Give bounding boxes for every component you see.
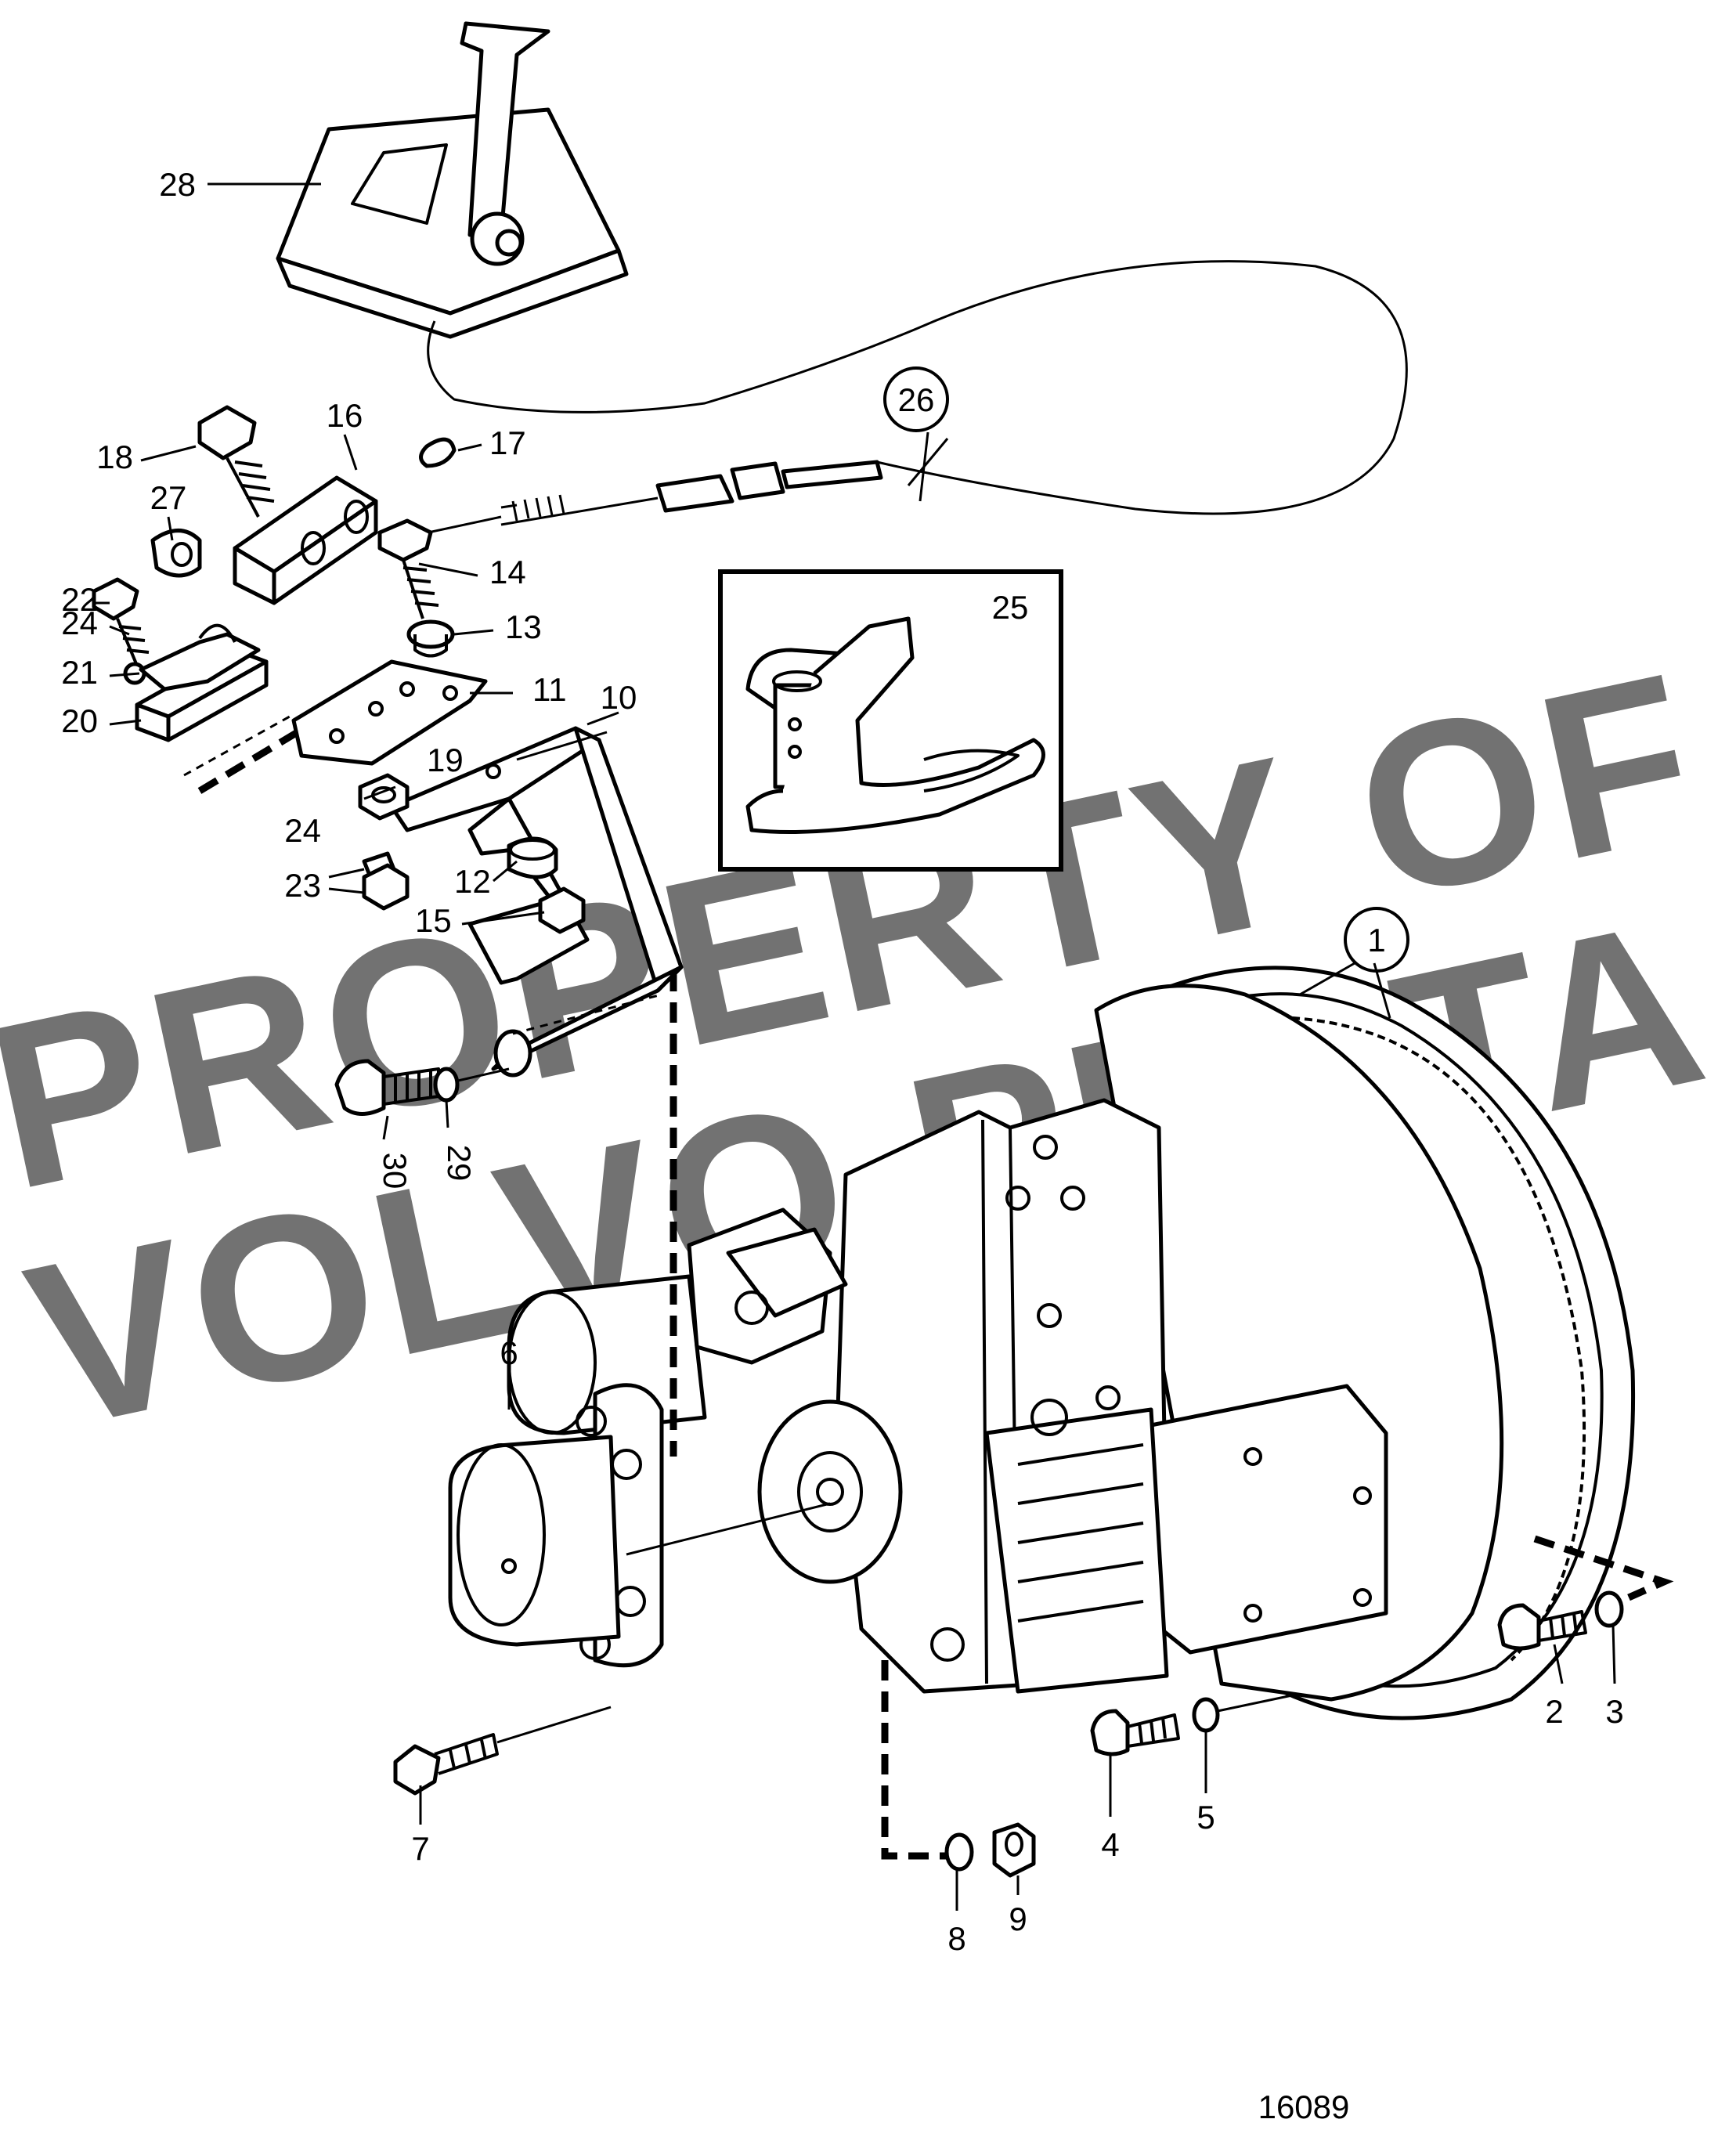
housing-bolt-part <box>1090 1694 1293 1756</box>
callout-24-upper: 24 <box>61 605 98 641</box>
callout-9: 9 <box>1009 1901 1027 1937</box>
coupling-flange-part <box>448 1383 831 1668</box>
gearbox-assembly-part <box>507 962 1636 1720</box>
callout-10: 10 <box>601 679 637 716</box>
callout-21: 21 <box>61 654 98 691</box>
nuts-and-bushings-part <box>358 773 586 934</box>
callout-25: 25 <box>992 589 1029 626</box>
callout-18: 18 <box>96 439 133 475</box>
callout-28: 28 <box>159 166 196 203</box>
callout-20: 20 <box>61 702 98 739</box>
angle-bracket-part <box>389 726 684 1078</box>
callout-17: 17 <box>489 424 526 461</box>
callout-6: 6 <box>500 1334 518 1371</box>
callout-labels: 1 2 3 4 5 6 7 8 9 10 11 12 13 14 15 16 1… <box>61 166 1623 1957</box>
callout-1: 1 <box>1367 922 1385 958</box>
control-box-part <box>276 21 1408 515</box>
callout-19: 19 <box>427 742 464 778</box>
callout-16: 16 <box>327 397 363 434</box>
callout-15: 15 <box>415 902 452 939</box>
callout-24-lower: 24 <box>284 812 321 849</box>
callout-2: 2 <box>1545 1693 1563 1730</box>
callout-circle-1 <box>1344 907 1409 973</box>
callout-3: 3 <box>1605 1693 1623 1730</box>
callout-27: 27 <box>150 479 187 516</box>
drawing-number: 16089 <box>1258 2088 1350 2125</box>
callout-23: 23 <box>284 867 321 904</box>
cable-clamp-part <box>92 405 457 685</box>
control-cable-part <box>391 460 883 542</box>
callout-8: 8 <box>947 1920 965 1957</box>
callout-4: 4 <box>1101 1826 1119 1863</box>
callout-circle-26 <box>883 366 949 432</box>
lower-bolt-part <box>334 1059 510 1116</box>
callout-14: 14 <box>489 554 526 590</box>
callout-leaders <box>94 182 1616 1911</box>
flange-bolt-part <box>393 1706 612 1796</box>
callout-13: 13 <box>505 608 542 645</box>
callout-26: 26 <box>898 381 935 418</box>
callout-5: 5 <box>1196 1799 1214 1836</box>
flywheel-bolt-part <box>1497 1535 1674 1651</box>
callout-7: 7 <box>411 1830 429 1867</box>
callout-22: 22 <box>61 581 98 618</box>
callout-11: 11 <box>532 671 567 708</box>
callout-12: 12 <box>454 863 491 900</box>
callout-30: 30 <box>377 1153 413 1190</box>
inset-detail-box <box>718 569 1063 872</box>
callout-29: 29 <box>441 1145 478 1182</box>
bolt-and-washer-part <box>377 518 455 658</box>
mounting-plate-part <box>291 659 488 766</box>
bracket-plates-part <box>135 623 300 794</box>
washer-and-nut-part <box>881 1660 1036 1878</box>
